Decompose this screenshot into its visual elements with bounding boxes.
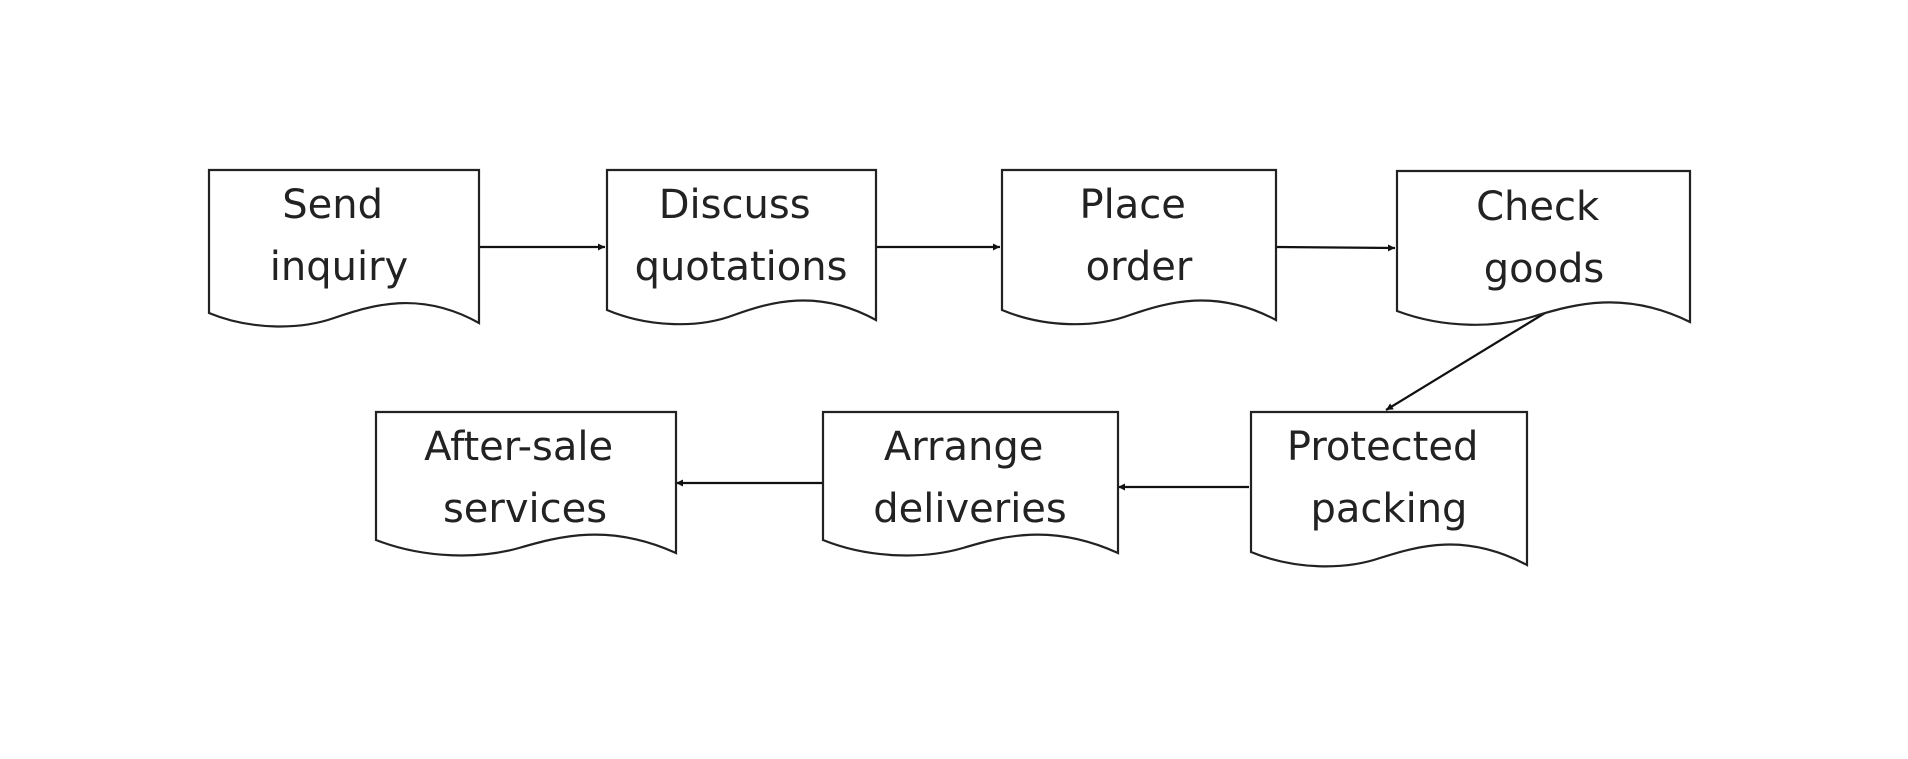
svg-text:Place order: Place order [1079,182,1198,290]
svg-text:Check goods: Check goods [1476,184,1612,292]
svg-text:Discuss quotations: Discuss quotations [635,182,848,290]
node-label-line: inquiry [270,244,408,290]
arrow-check-goods-to-protected-packing [1385,312,1546,411]
node-arrange-deliveries[interactable]: Arrange deliveries [821,410,1120,557]
node-label-line: goods [1484,246,1605,292]
arrow-place-order-to-check-goods [1275,244,1396,252]
node-protected-packing[interactable]: Protected packing [1249,410,1529,568]
connectors [479,243,1546,491]
nodes: Send inquiry Discuss quotations Place or… [207,168,1692,568]
node-label-line: order [1086,244,1193,290]
node-place-order[interactable]: Place order [1000,168,1278,326]
svg-text:Protected packing: Protected packing [1287,424,1491,532]
node-label-line: Place [1079,182,1185,228]
node-label-line: Check [1476,184,1600,230]
node-label-line: quotations [635,244,848,290]
node-label-line: After-sale [424,424,613,470]
node-check-goods[interactable]: Check goods [1395,169,1692,326]
node-send-inquiry[interactable]: Send inquiry [207,168,481,328]
svg-text:Send inquiry: Send inquiry [270,182,408,290]
node-after-sale-services[interactable]: After-sale services [374,410,678,557]
node-discuss-quotations[interactable]: Discuss quotations [605,168,878,326]
node-label-line: Protected [1287,424,1478,470]
node-label-line: Discuss [659,182,811,228]
node-label-line: Send [282,182,383,228]
svg-text:After-sale services: After-sale services [424,424,626,532]
node-label-line: services [443,486,607,532]
svg-text:Arrange deliveries: Arrange deliveries [873,424,1067,532]
node-label-line: deliveries [873,486,1067,532]
node-label-line: Arrange [884,424,1043,470]
node-label-line: packing [1311,486,1468,532]
